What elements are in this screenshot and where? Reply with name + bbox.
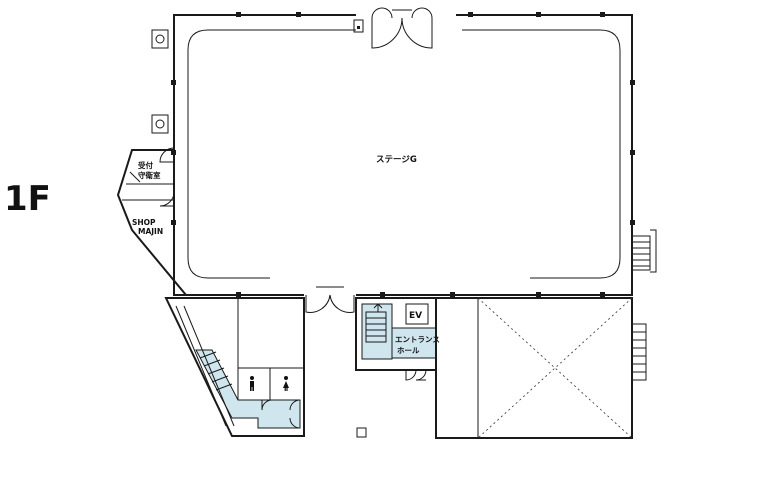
floor-label: 1F: [4, 179, 51, 219]
entrance-hall: EV エントランス ホール: [355, 297, 440, 381]
stage-bottom-door: [304, 286, 356, 313]
right-exterior-stair: [631, 229, 657, 273]
top-double-door: [353, 7, 456, 49]
reception-shop-wing: 受付 守衛室 SHOP MAJIN: [116, 149, 189, 296]
reception-label-2: 守衛室: [138, 170, 161, 180]
equipment-boxes: [151, 29, 169, 134]
reception-label-1: 受付: [138, 160, 153, 170]
column-marker: [356, 427, 367, 438]
entrance-label-2: ホール: [397, 346, 420, 355]
stage-label: ステージG: [376, 155, 417, 165]
restroom-wing: [164, 297, 305, 437]
shop-label-1: SHOP: [132, 218, 156, 227]
woman-icon: [283, 376, 289, 391]
right-lower-stair: [631, 323, 647, 381]
shop-label-2: MAJIN: [138, 227, 163, 236]
man-icon: [250, 376, 254, 391]
stage-hall: ステージG: [171, 12, 635, 297]
elevator-label: EV: [409, 311, 422, 321]
open-void-area: [435, 297, 633, 439]
entrance-label-1: エントランス: [395, 335, 440, 344]
